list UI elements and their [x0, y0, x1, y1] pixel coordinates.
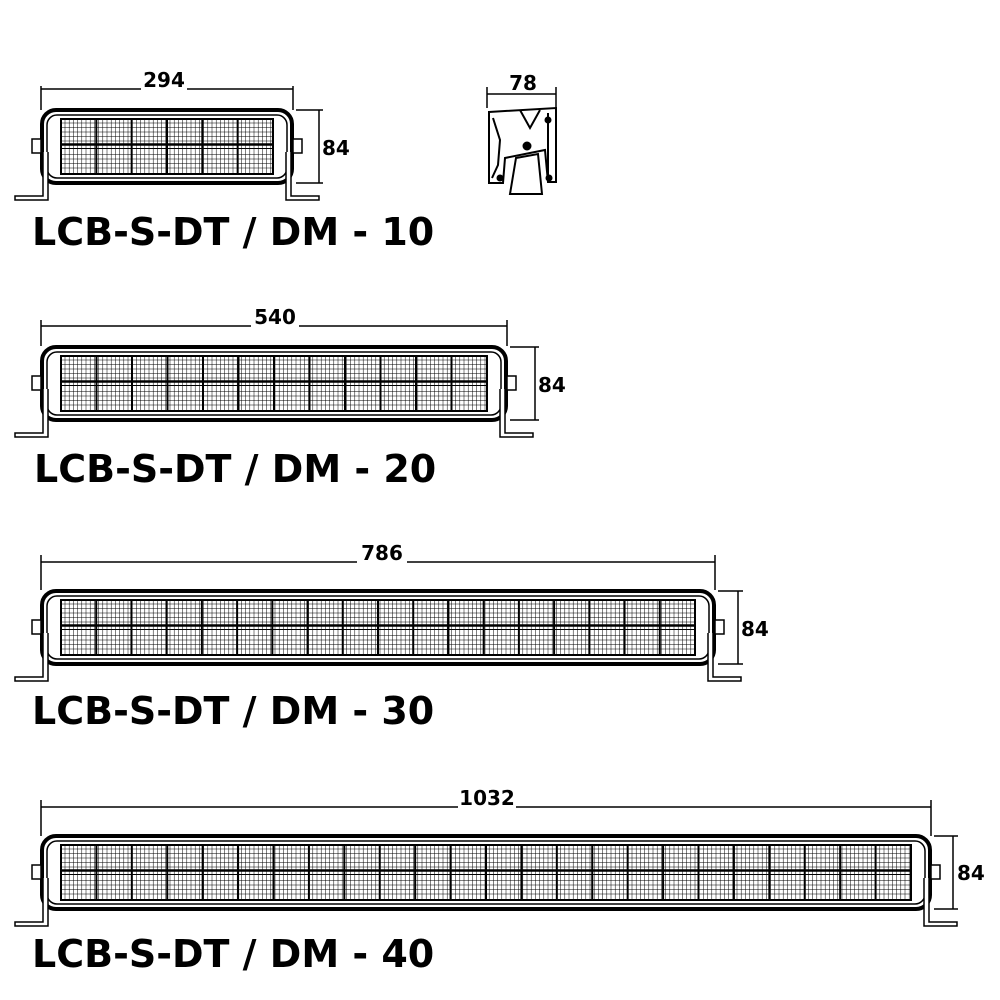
right-knob: [714, 619, 725, 635]
bar-40-length-label: 1032: [459, 786, 515, 810]
bar-10-group: 294 84 LCB-S-DT / DM - 10: [14, 68, 434, 254]
right-knob: [292, 138, 303, 154]
housing-inner-edge: [46, 595, 710, 660]
side-view-group: 78: [486, 71, 557, 195]
housing-inner-edge: [46, 840, 926, 905]
housing-inner-edge: [46, 351, 502, 416]
side-view-width-label: 78: [509, 71, 537, 95]
right-bracket: [499, 389, 534, 438]
right-knob: [930, 864, 941, 880]
left-bracket: [14, 152, 49, 201]
left-bracket: [14, 878, 49, 927]
bar-30-light-bar: [14, 589, 742, 682]
bar-10-height-label: 84: [322, 136, 350, 160]
bar-20-length-label: 540: [254, 305, 296, 329]
housing-inner-edge: [46, 114, 288, 179]
bar-40-model-title: LCB-S-DT / DM - 40: [32, 932, 434, 976]
left-knob: [31, 375, 42, 391]
bar-10-model-title: LCB-S-DT / DM - 10: [32, 210, 434, 254]
left-knob: [31, 619, 42, 635]
right-bracket: [285, 152, 320, 201]
left-bracket: [14, 633, 49, 682]
left-knob: [31, 864, 42, 880]
bar-30-height-label: 84: [741, 617, 769, 641]
bar-20-model-title: LCB-S-DT / DM - 20: [34, 447, 436, 491]
bar-40-light-bar: [14, 834, 958, 927]
left-bracket: [14, 389, 49, 438]
bar-40-group: 1032 84 LCB-S-DT / DM - 40: [14, 786, 985, 976]
bar-30-length-label: 786: [361, 541, 403, 565]
bar-10-length-label: 294: [143, 68, 185, 92]
bar-20-height-label: 84: [538, 373, 566, 397]
bar-40-height-label: 84: [957, 861, 985, 885]
side-view-profile: [488, 106, 557, 195]
right-knob: [506, 375, 517, 391]
right-bracket: [707, 633, 742, 682]
bar-30-group: 786 84 LCB-S-DT / DM - 30: [14, 541, 769, 733]
bar-20-light-bar: [14, 345, 534, 438]
bar-10-light-bar: [14, 108, 320, 201]
bar-20-group: 540 84 LCB-S-DT / DM - 20: [14, 305, 566, 491]
right-bracket: [923, 878, 958, 927]
bar-30-model-title: LCB-S-DT / DM - 30: [32, 689, 434, 733]
left-knob: [31, 138, 42, 154]
